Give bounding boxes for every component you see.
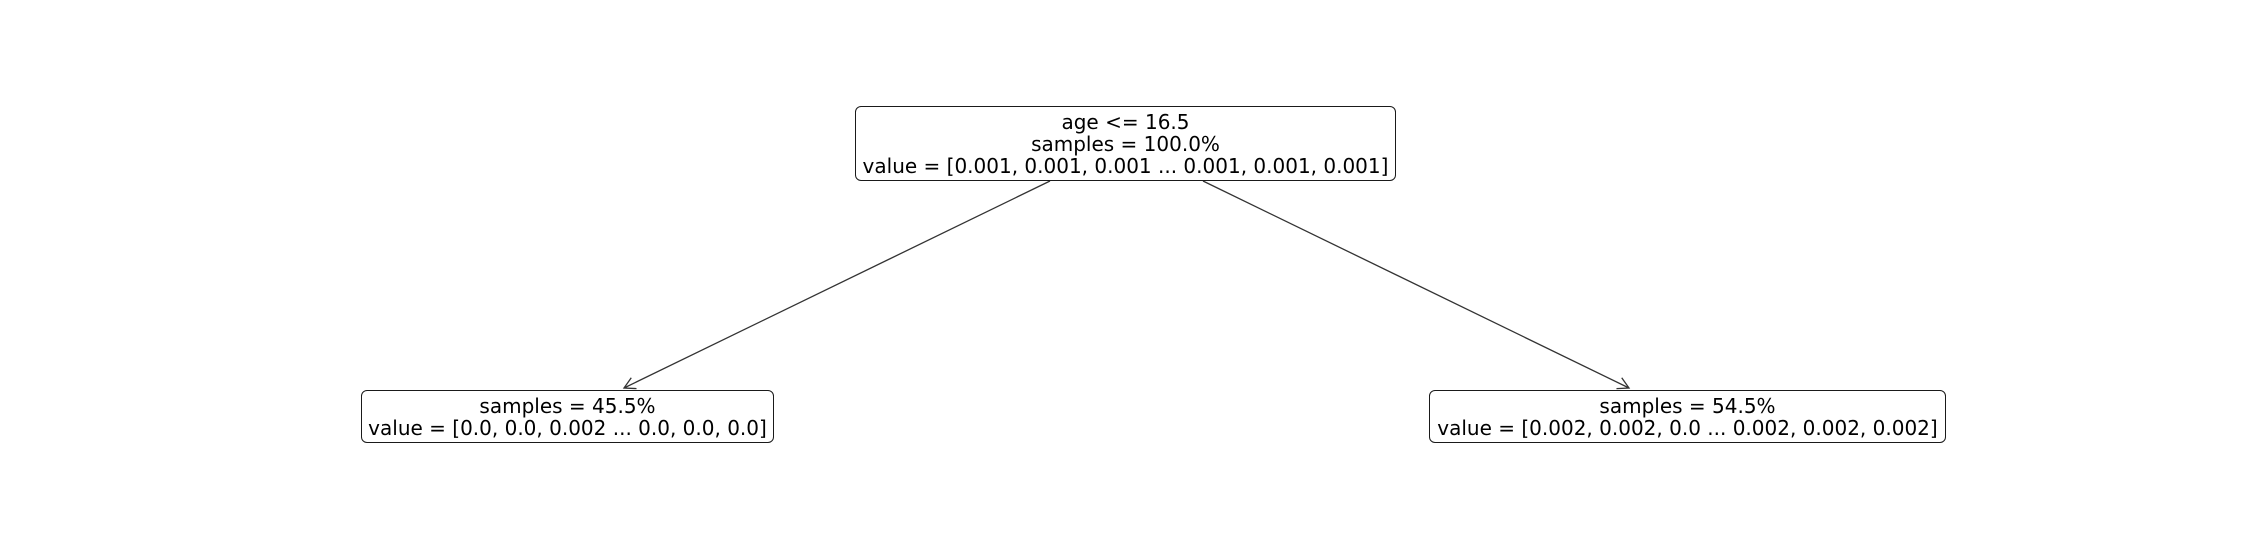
root-node: age <= 16.5 samples = 100.0% value = [0.…	[855, 106, 1396, 181]
left-leaf-node: samples = 45.5% value = [0.0, 0.0, 0.002…	[361, 390, 774, 443]
right-value: value = [0.002, 0.002, 0.0 ... 0.002, 0.…	[1437, 415, 1938, 440]
root-samples: samples = 100.0%	[1031, 131, 1220, 156]
edge-root-to-left	[622, 180, 1051, 390]
right-samples: samples = 54.5%	[1599, 393, 1776, 418]
edge-root-to-right	[1202, 180, 1631, 390]
right-leaf-node: samples = 54.5% value = [0.002, 0.002, 0…	[1429, 390, 1946, 443]
left-value: value = [0.0, 0.0, 0.002 ... 0.0, 0.0, 0…	[368, 415, 767, 440]
root-split-condition: age <= 16.5	[1061, 109, 1190, 134]
left-samples: samples = 45.5%	[479, 393, 656, 418]
root-value: value = [0.001, 0.001, 0.001 ... 0.001, …	[862, 153, 1389, 178]
